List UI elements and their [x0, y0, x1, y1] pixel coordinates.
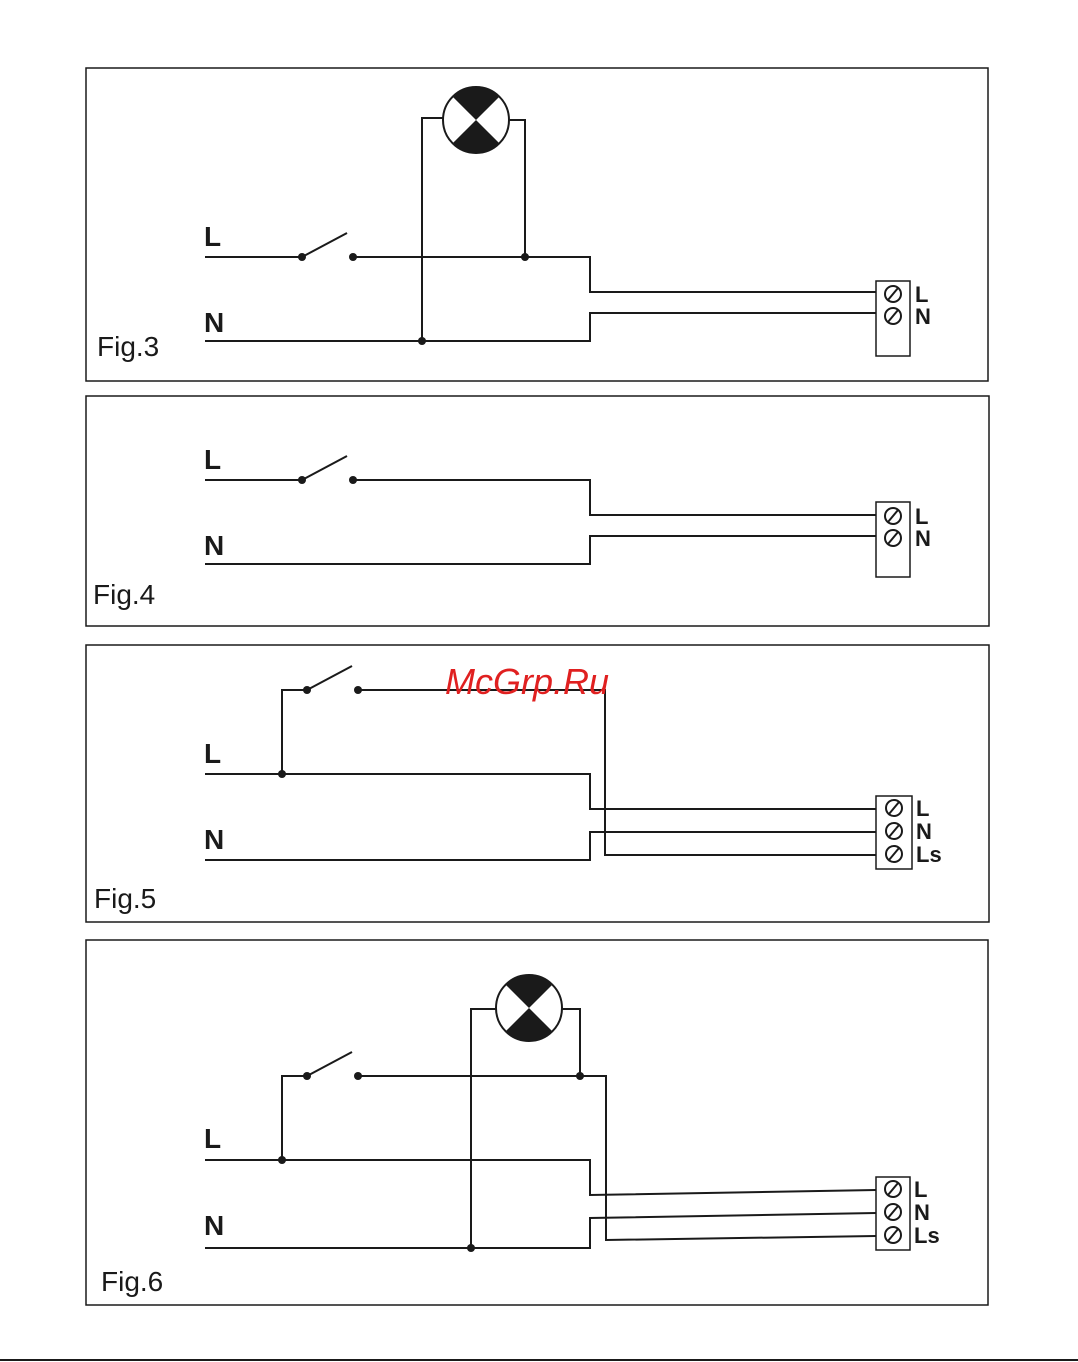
switch-lever [307, 666, 352, 690]
lamp-live-lead [562, 1009, 580, 1076]
screw-icon [885, 508, 901, 524]
junction-dot [576, 1072, 584, 1080]
line-wire [205, 1160, 876, 1195]
figure-4: L N L N Fig.4 [86, 396, 989, 626]
terminal-label: Ls [916, 842, 942, 867]
lamp-neutral-lead [422, 118, 443, 341]
lamp-live-lead [509, 120, 525, 257]
neutral-label: N [204, 530, 224, 561]
lamp-icon [443, 87, 509, 153]
switched-sense-wire [358, 690, 876, 855]
figure-3: L N L N Fig.3 [86, 68, 988, 381]
screw-icon [885, 1204, 901, 1220]
terminal-label: N [915, 304, 931, 329]
terminal-label: Ls [914, 1223, 940, 1248]
lamp-icon [496, 975, 562, 1041]
junction-dot [521, 253, 529, 261]
junction-dot [467, 1244, 475, 1252]
junction-dot [418, 337, 426, 345]
switched-sense-wire [358, 1076, 876, 1240]
switch-feed-wire [282, 690, 307, 774]
figure-label: Fig.3 [97, 331, 159, 362]
terminal-label: N [915, 526, 931, 551]
terminal-label: N [916, 819, 932, 844]
terminal-label: N [914, 1200, 930, 1225]
line-label: L [204, 738, 221, 769]
switch-lever [302, 456, 347, 480]
terminal-label: L [914, 1177, 927, 1202]
figure-4-frame [86, 396, 989, 626]
switch-contact [298, 253, 306, 261]
switch-contact [303, 1072, 311, 1080]
neutral-wire [205, 1213, 876, 1248]
screw-icon [885, 1181, 901, 1197]
neutral-wire [205, 313, 876, 341]
switch-feed-wire [282, 1076, 307, 1160]
line-wire [205, 774, 876, 809]
line-label: L [204, 1123, 221, 1154]
screw-icon [886, 846, 902, 862]
screw-icon [886, 800, 902, 816]
switch-lever [307, 1052, 352, 1076]
lamp-neutral-lead [471, 1009, 496, 1248]
switch-contact [298, 476, 306, 484]
screw-icon [885, 1227, 901, 1243]
screw-icon [886, 823, 902, 839]
switched-live-wire [353, 480, 876, 515]
screw-icon [885, 530, 901, 546]
line-label: L [204, 444, 221, 475]
figure-label: Fig.6 [101, 1266, 163, 1297]
neutral-label: N [204, 824, 224, 855]
screw-icon [885, 308, 901, 324]
figure-6: L N Ls L N Fig.6 [86, 940, 988, 1305]
switch-lever [302, 233, 347, 257]
neutral-label: N [204, 1210, 224, 1241]
terminal-label: L [916, 796, 929, 821]
figure-label: Fig.4 [93, 579, 155, 610]
switch-contact [303, 686, 311, 694]
figure-label: Fig.5 [94, 883, 156, 914]
screw-icon [885, 286, 901, 302]
neutral-wire [205, 536, 876, 564]
watermark: McGrp.Ru [445, 661, 609, 702]
neutral-label: N [204, 307, 224, 338]
line-label: L [204, 221, 221, 252]
switched-live-wire [353, 257, 876, 292]
